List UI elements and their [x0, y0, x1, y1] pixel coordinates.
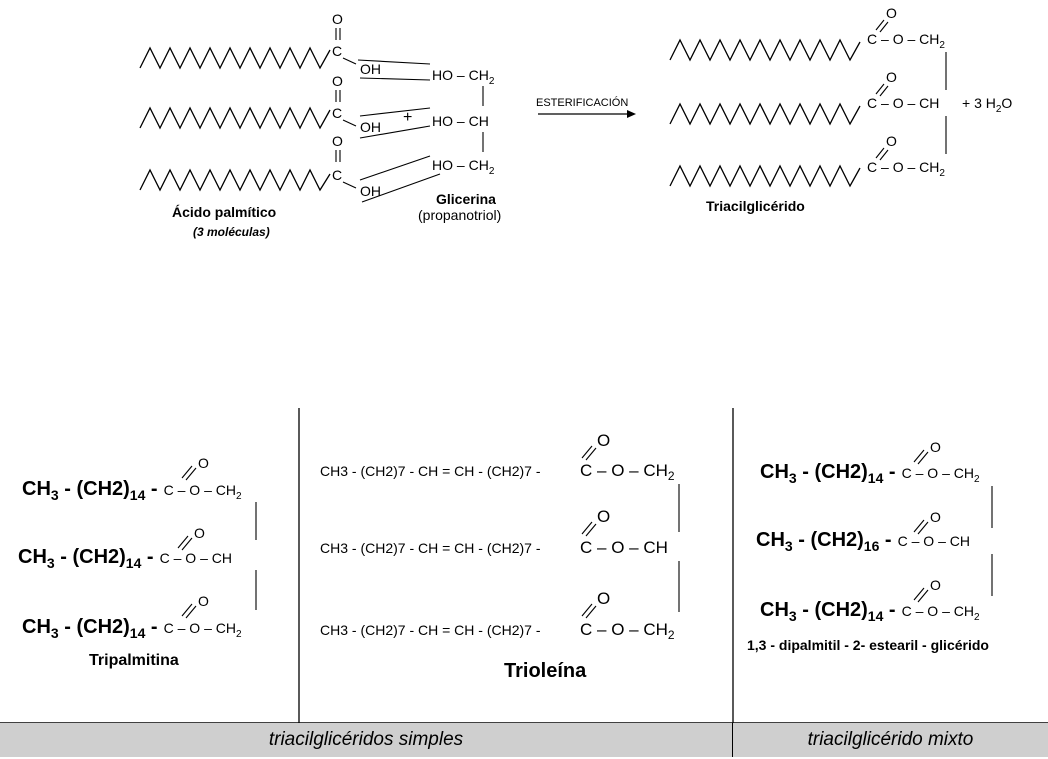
svg-text:C – O – CH2: C – O – CH2: [580, 620, 675, 642]
svg-text:C: C: [332, 105, 342, 121]
svg-text:CH3 - (CH2)14 -C – O – CH2: CH3 - (CH2)14 -C – O – CH2: [760, 461, 980, 486]
product-ester-1: O C – O – CH2: [867, 5, 945, 51]
svg-text:CH3 - (CH2)14 -C – O – CH2: CH3 - (CH2)14 -C – O – CH2: [22, 478, 242, 503]
svg-text:CH3 - (CH2)14 -C – O – CH2: CH3 - (CH2)14 -C – O – CH2: [22, 616, 242, 641]
svg-text:C – O – CH2: C – O – CH2: [867, 159, 945, 179]
acid-count-note: (3 moléculas): [193, 225, 270, 239]
svg-text:OH: OH: [360, 119, 381, 135]
svg-text:O: O: [332, 11, 343, 27]
svg-text:O: O: [886, 133, 897, 149]
svg-text:O: O: [930, 509, 941, 525]
carboxyl-group-3: O C OH: [332, 133, 381, 199]
svg-text:HO – CH: HO – CH: [432, 113, 489, 129]
svg-text:C – O – CH2: C – O – CH2: [580, 461, 675, 483]
svg-text:O: O: [194, 525, 205, 541]
svg-text:O: O: [886, 5, 897, 21]
svg-text:C – O – CH: C – O – CH: [867, 95, 939, 111]
mixed-triglyceride-name: 1,3 - dipalmitil - 2- estearil - glicéri…: [747, 637, 989, 653]
tripalmitina-name: Tripalmitina: [89, 652, 179, 669]
svg-text:O: O: [332, 73, 343, 89]
svg-text:OH: OH: [360, 183, 381, 199]
svg-text:CH3 - (CH2)16 -C – O – CH: CH3 - (CH2)16 -C – O – CH: [756, 529, 970, 554]
product-chain-1: [669, 38, 861, 62]
svg-text:C: C: [332, 167, 342, 183]
product-chain-3: [669, 164, 861, 188]
examples-table: O CH3 - (CH2)14 -C – O – CH2 O CH3 - (CH…: [0, 408, 1048, 757]
water-product: + 3 H2O: [962, 95, 1012, 115]
svg-text:O: O: [930, 439, 941, 455]
svg-text:O: O: [198, 593, 209, 609]
svg-text:C: C: [332, 43, 342, 59]
palmitic-acid-chain-2: [139, 106, 331, 130]
carboxyl-group-2: O C OH: [332, 73, 381, 135]
product-ester-3: O C – O – CH2: [867, 133, 945, 179]
trioleina-formula: O CH3 - (CH2)7 - CH = CH - (CH2)7 - C – …: [320, 431, 680, 682]
esterification-reaction: O C OH O C OH O C OH: [139, 5, 1012, 239]
svg-text:C – O – CH2: C – O – CH2: [867, 31, 945, 51]
product-name: Triacilglicérido: [706, 198, 805, 214]
carboxyl-group-1: O C OH: [332, 11, 381, 77]
glycerol-name: Glicerina: [436, 191, 496, 207]
svg-text:O: O: [198, 455, 209, 471]
product-chain-2: [669, 102, 861, 126]
esterification-label: ESTERIFICACIÓN: [536, 96, 628, 109]
svg-text:CH3 - (CH2)14 -C – O – CH: CH3 - (CH2)14 -C – O – CH: [18, 546, 232, 571]
glycerol-alt-name: (propanotriol): [418, 207, 501, 223]
svg-text:O: O: [930, 577, 941, 593]
svg-text:O: O: [597, 431, 610, 450]
glycerol-molecule: HO – CH2 HO – CH HO – CH2: [432, 67, 495, 177]
footer-simples-label: triacilglicéridos simples: [0, 723, 733, 757]
svg-text:O: O: [332, 133, 343, 149]
svg-text:O: O: [597, 589, 610, 608]
svg-text:CH3 - (CH2)7 - CH = CH - (CH2): CH3 - (CH2)7 - CH = CH - (CH2)7 -: [320, 540, 541, 556]
product-ester-2: O C – O – CH + 3 H2O: [867, 69, 1012, 115]
acid-name: Ácido palmítico: [172, 204, 276, 220]
svg-text:HO – CH2: HO – CH2: [432, 157, 495, 177]
svg-text:CH3 - (CH2)14 -C – O – CH2: CH3 - (CH2)14 -C – O – CH2: [760, 599, 980, 624]
elimination-lines: [357, 59, 441, 203]
svg-text:C – O – CH: C – O – CH: [580, 538, 668, 557]
svg-text:O: O: [886, 69, 897, 85]
mixed-triglyceride-formula: O CH3 - (CH2)14 -C – O – CH2 O CH3 - (CH…: [747, 439, 993, 653]
svg-text:O: O: [597, 507, 610, 526]
palmitic-acid-chain-3: [139, 168, 331, 192]
trioleina-name: Trioleína: [504, 660, 587, 682]
svg-text:HO – CH2: HO – CH2: [432, 67, 495, 87]
palmitic-acid-chain-1: [139, 46, 331, 70]
footer-mixto-label: triacilglicérido mixto: [733, 723, 1048, 757]
plus-sign: +: [403, 109, 412, 126]
svg-text:CH3 - (CH2)7 - CH = CH - (CH2): CH3 - (CH2)7 - CH = CH - (CH2)7 -: [320, 622, 541, 638]
svg-text:OH: OH: [360, 61, 381, 77]
svg-text:CH3 - (CH2)7 - CH = CH - (CH2): CH3 - (CH2)7 - CH = CH - (CH2)7 -: [320, 463, 541, 479]
tripalmitina-formula: O CH3 - (CH2)14 -C – O – CH2 O CH3 - (CH…: [18, 455, 257, 669]
